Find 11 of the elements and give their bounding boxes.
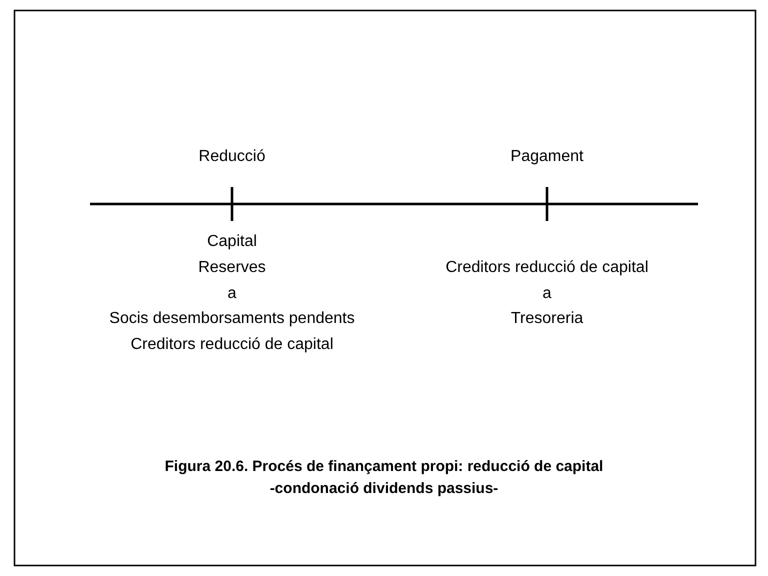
journal-entry-line: a (228, 285, 236, 303)
journal-entry-line: Creditors reducció de capital (446, 259, 648, 277)
figure-caption: Figura 20.6. Procés de finançament propi: reducció de capital -condonació dividends passius- (164, 457, 604, 499)
timeline-stage-label: Reducció (198, 148, 266, 166)
timeline-stage-label: Pagament (510, 148, 584, 166)
journal-entry-line: a (542, 285, 552, 303)
journal-entry-line: Capital (207, 233, 257, 251)
journal-entry-line: Tresoreria (510, 310, 584, 328)
journal-entry-line: Socis desemborsaments pendents (109, 310, 355, 328)
journal-entry-line: Creditors reducció de capital (130, 336, 334, 354)
journal-entry-line: Reserves (198, 259, 266, 277)
